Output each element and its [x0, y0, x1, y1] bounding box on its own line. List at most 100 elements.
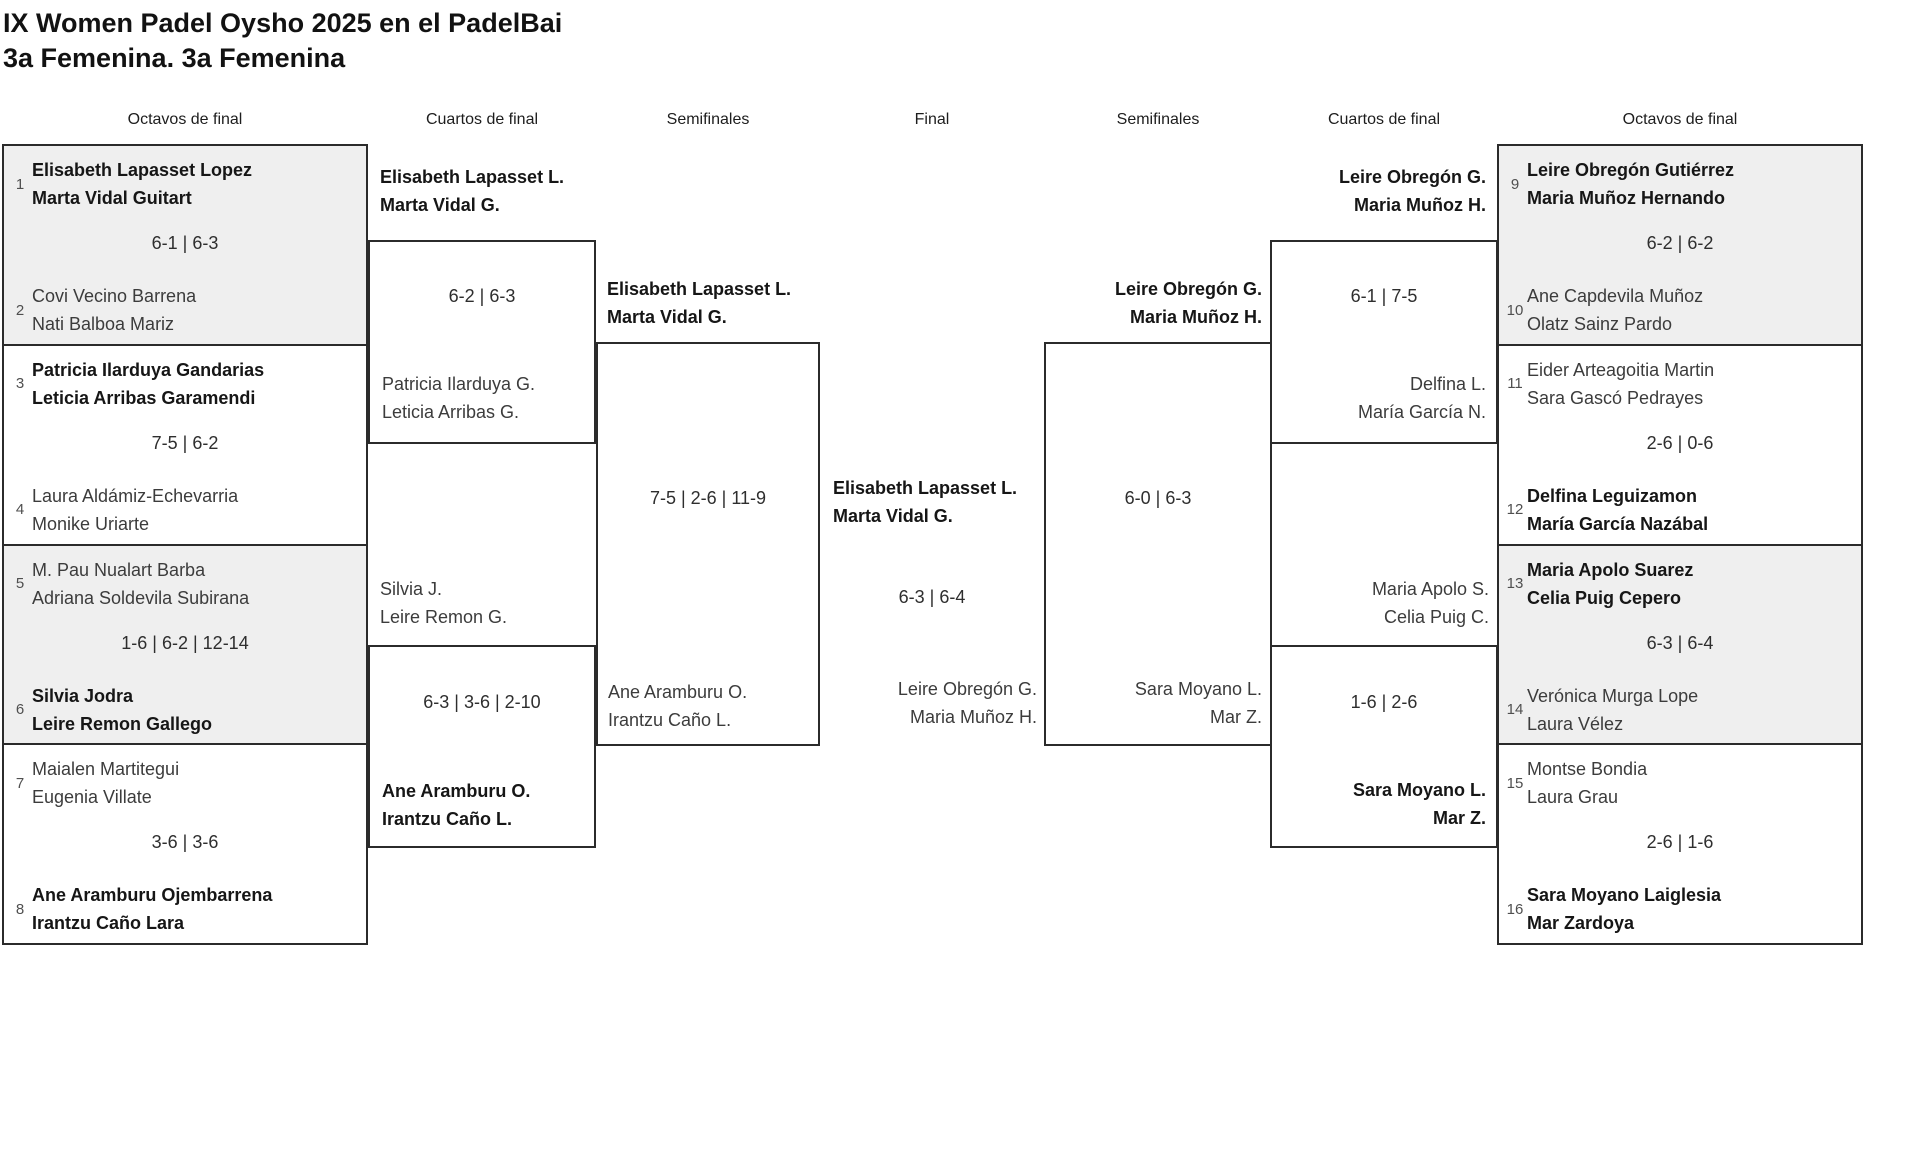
- player-name: Ane Aramburu O.: [608, 682, 748, 702]
- player-name: Ane Capdevila Muñoz: [1527, 286, 1704, 306]
- seed-number: 2: [15, 301, 25, 319]
- player-name: Maialen Martitegui: [32, 759, 180, 780]
- qf4-entrant-label: Maria Apolo S. Celia Puig C.: [1280, 575, 1489, 631]
- team-seed15: 15 Montse Bondia Laura Grau: [1503, 755, 1855, 811]
- player-name: Irantzu Caño L.: [608, 710, 732, 730]
- team-seed2: 2 Covi Vecino Barrena Nati Balboa Mariz: [8, 282, 360, 338]
- match-score: 1-6 | 6-2 | 12-14: [121, 632, 249, 653]
- round-header-final: Final: [914, 111, 950, 128]
- octavos-left-column: 1 Elisabeth Lapasset Lopez Marta Vidal G…: [2, 144, 368, 945]
- team-names: Ane Aramburu O. Irantzu Caño L.: [608, 678, 747, 734]
- player-name: Marta Vidal G.: [607, 307, 727, 327]
- player-name: Irantzu Caño L.: [382, 809, 512, 829]
- player-name: Leire Remon Gallego: [32, 713, 213, 734]
- player-name: Patricia Ilarduya Gandarias: [32, 359, 265, 380]
- player-name: Marta Vidal G.: [380, 195, 500, 215]
- player-name: Laura Grau: [1527, 787, 1619, 808]
- match-box-1v2: 1 Elisabeth Lapasset Lopez Marta Vidal G…: [4, 146, 366, 346]
- seed-number: 10: [1506, 301, 1524, 319]
- match-score: 6-0 | 6-3: [1124, 488, 1192, 508]
- match-box-7v8: 7 Maialen Martitegui Eugenia Villate 3-6…: [4, 745, 366, 943]
- team-seed13: 13 Maria Apolo Suarez Celia Puig Cepero: [1503, 556, 1855, 612]
- match-score: 7-5 | 2-6 | 11-9: [649, 488, 767, 508]
- player-name: Leire Obregón G.: [1338, 167, 1486, 187]
- team-names: Leire Obregón Gutiérrez Maria Muñoz Hern…: [1527, 156, 1734, 212]
- player-name: Maria Muñoz Hernando: [1527, 188, 1726, 208]
- player-name: Silvia J.: [380, 579, 443, 599]
- final-score: 6-3 | 6-4: [898, 587, 966, 607]
- team-seed16: 16 Sara Moyano Laiglesia Mar Zardoya: [1503, 881, 1855, 937]
- player-name: Delfina Leguizamon: [1527, 485, 1698, 506]
- player-name: Elisabeth Lapasset Lopez: [32, 160, 253, 180]
- qf2-entrant-label: Silvia J. Leire Remon G.: [380, 575, 507, 631]
- team-names: Delfina Leguizamon María García Nazábal: [1527, 482, 1708, 538]
- sf2-winner-label: Leire Obregón G. Maria Muñoz H.: [1055, 275, 1262, 331]
- player-name: María García Nazábal: [1527, 513, 1709, 534]
- seed-number: 14: [1506, 701, 1524, 718]
- match-score: 2-6 | 0-6: [1646, 432, 1714, 453]
- seed-number: 13: [1506, 575, 1524, 592]
- player-name: Mar Z.: [1210, 707, 1262, 727]
- player-name: Maria Muñoz H.: [1353, 195, 1486, 215]
- team-names: Maria Apolo Suarez Celia Puig Cepero: [1527, 556, 1693, 612]
- team-names: Laura Aldámiz-Echevarria Monike Uriarte: [32, 482, 238, 538]
- team-names: Sara Moyano Laiglesia Mar Zardoya: [1527, 881, 1721, 937]
- seed-number: 16: [1506, 900, 1524, 918]
- player-name: Sara Moyano L.: [1134, 679, 1262, 699]
- seed-number: 3: [15, 375, 25, 393]
- player-name: Eugenia Villate: [32, 787, 152, 808]
- player-name: Sara Moyano L.: [1352, 780, 1486, 800]
- page-title: IX Women Padel Oysho 2025 en el PadelBai…: [3, 6, 562, 76]
- final-runner-up-label: Leire Obregón G. Maria Muñoz H.: [830, 675, 1037, 731]
- player-name: Celia Puig Cepero: [1527, 587, 1682, 608]
- player-name: Maria Apolo S.: [1371, 579, 1489, 599]
- final-winner-label: Elisabeth Lapasset L. Marta Vidal G.: [833, 474, 1017, 530]
- team-names: Eider Arteagoitia Martin Sara Gascó Pedr…: [1527, 356, 1714, 412]
- team-names: M. Pau Nualart Barba Adriana Soldevila S…: [32, 556, 249, 612]
- match-box-5v6: 5 M. Pau Nualart Barba Adriana Soldevila…: [4, 545, 366, 746]
- octavos-right-column: 9 Leire Obregón Gutiérrez Maria Muñoz He…: [1497, 144, 1863, 945]
- team-seed1: 1 Elisabeth Lapasset Lopez Marta Vidal G…: [8, 156, 360, 212]
- match-score: 7-5 | 6-2: [151, 432, 219, 453]
- player-name: Ane Aramburu Ojembarrena: [32, 885, 273, 906]
- player-name: Leticia Arribas G.: [382, 402, 520, 422]
- match-score: 6-1 | 6-3: [151, 233, 219, 253]
- semifinal-box-left: 7-5 | 2-6 | 11-9 Ane Aramburu O. Irantzu…: [596, 342, 820, 746]
- player-name: María García N.: [1357, 402, 1486, 422]
- match-score: 6-1 | 7-5: [1350, 286, 1418, 306]
- match-box-13v14: 13 Maria Apolo Suarez Celia Puig Cepero …: [1499, 545, 1861, 746]
- team-names: Patricia Ilarduya G. Leticia Arribas G.: [382, 370, 535, 426]
- seed-number: 5: [15, 575, 25, 592]
- team-seed12: 12 Delfina Leguizamon María García Nazáb…: [1503, 482, 1855, 538]
- team-names: Maialen Martitegui Eugenia Villate: [32, 755, 179, 811]
- team-names: Montse Bondia Laura Grau: [1527, 755, 1647, 811]
- team-names: Sara Moyano L. Mar Z.: [1353, 776, 1486, 832]
- match-score: 1-6 | 2-6: [1350, 692, 1418, 712]
- team-names: Ane Aramburu O. Irantzu Caño L.: [382, 777, 530, 833]
- match-box-3v4: 3 Patricia Ilarduya Gandarias Leticia Ar…: [4, 345, 366, 546]
- seed-number: 8: [15, 900, 25, 918]
- player-name: Patricia Ilarduya G.: [382, 374, 536, 394]
- player-name: Irantzu Caño Lara: [32, 913, 185, 934]
- team-names: Elisabeth Lapasset Lopez Marta Vidal Gui…: [32, 156, 252, 212]
- seed-number: 6: [15, 701, 25, 718]
- player-name: Maria Muñoz H.: [909, 707, 1037, 727]
- quarterfinal-box-left-bottom: 6-3 | 3-6 | 2-10 Ane Aramburu O. Irantzu…: [368, 645, 596, 848]
- player-name: Montse Bondia: [1527, 759, 1648, 780]
- team-seed6: 6 Silvia Jodra Leire Remon Gallego: [8, 682, 360, 738]
- match-score: 6-3 | 6-4: [1646, 632, 1714, 653]
- match-score: 6-3 | 3-6 | 2-10: [423, 692, 541, 712]
- player-name: Maria Muñoz H.: [1129, 307, 1262, 327]
- match-score: 6-2 | 6-2: [1646, 233, 1714, 253]
- team-seed5: 5 M. Pau Nualart Barba Adriana Soldevila…: [8, 556, 360, 612]
- player-name: Sara Gascó Pedrayes: [1527, 387, 1704, 408]
- player-name: Marta Vidal Guitart: [32, 188, 192, 208]
- player-name: Marta Vidal G.: [833, 506, 953, 526]
- player-name: Elisabeth Lapasset L.: [833, 478, 1018, 498]
- player-name: Elisabeth Lapasset L.: [380, 167, 565, 187]
- team-names: Ane Aramburu Ojembarrena Irantzu Caño La…: [32, 881, 272, 937]
- match-score: 6-2 | 6-3: [448, 286, 516, 306]
- team-seed8: 8 Ane Aramburu Ojembarrena Irantzu Caño …: [8, 881, 360, 937]
- team-seed7: 7 Maialen Martitegui Eugenia Villate: [8, 755, 360, 811]
- team-seed4: 4 Laura Aldámiz-Echevarria Monike Uriart…: [8, 482, 360, 538]
